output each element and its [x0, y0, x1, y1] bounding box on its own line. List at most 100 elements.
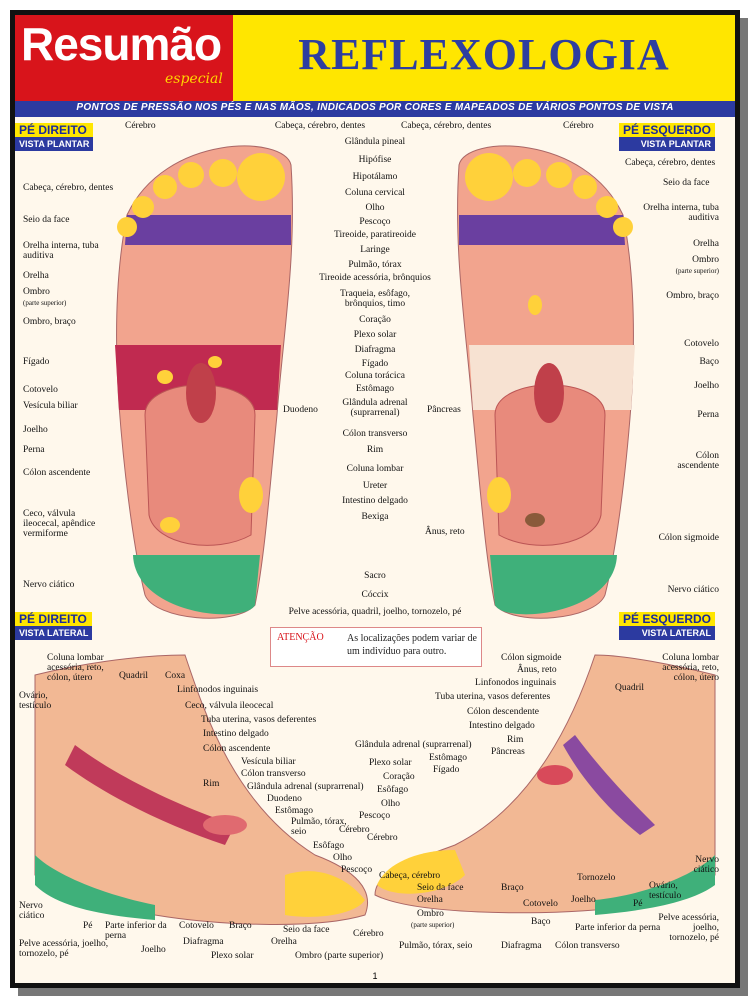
label-plantar-c-26: Cóccix [361, 590, 389, 600]
label-plantar-l-7: Ombro, braço [666, 291, 719, 301]
label-lat-r-29: Plexo solar [211, 951, 254, 961]
right-foot-lateral-illustration [34, 654, 368, 925]
label-lat-r-2: Quadril [119, 671, 149, 681]
left-foot-lateral-illustration [374, 654, 716, 915]
label-plantar-c-5: Olho [365, 203, 385, 213]
label-plantar-l-12: Cólon ascendente [677, 451, 719, 471]
label-lat-r-5: Ceco, válvula ileocecal [185, 701, 274, 711]
label-plantar-l-0: Cérebro [563, 121, 594, 131]
label-plantar-l-5: Ombro [692, 255, 719, 265]
label-lat-r-12: Glândula adrenal (suprarrenal) [247, 782, 364, 792]
label-plantar-c-4: Coluna cervical [345, 188, 405, 198]
label-plantar-l-3: Orelha interna, tuba auditiva [643, 203, 719, 223]
page-title: REFLEXOLOGIA [298, 30, 670, 79]
left-foot-plantar-illustration [457, 145, 635, 619]
label-lat-r-28: Diafragma [183, 937, 224, 947]
label-lat-r-21: Pé [83, 921, 93, 931]
logo-sub: especial [165, 71, 223, 87]
label-plantar-c-15: Fígado [361, 359, 389, 369]
label-plantar-r-11: Joelho [23, 425, 48, 435]
label-plantar-c-14: Diafragma [354, 345, 396, 355]
reflexology-page: Resumão especial REFLEXOLOGIA PONTOS DE … [10, 10, 740, 988]
label-plantar-c-23: Intestino delgado [342, 496, 408, 506]
label-lat-r-4: Linfonodos inguinais [177, 685, 259, 695]
label-plantar-c-17: Estômago [356, 384, 394, 394]
header: Resumão especial REFLEXOLOGIA [15, 15, 735, 101]
label-lat-l-27: Joelho [571, 895, 596, 905]
label-plantar-r-1: Cabeça, cérebro, dentes [23, 183, 114, 193]
label-plantar-r-13: Cólon ascendente [23, 468, 91, 478]
label-plantar-c-20: Rim [366, 445, 384, 455]
label-plantar-c-8: Laringe [360, 245, 390, 255]
label-lat-l-33: Quadril [615, 683, 645, 693]
label-lat-r-19: Pescoço [341, 865, 373, 875]
label-plantar-l-8: Cotovelo [684, 339, 719, 349]
label-lat-l-1: Ânus, reto [517, 665, 557, 675]
label-lat-l-13: Esôfago [377, 785, 409, 795]
label-lat-r-18: Olho [333, 853, 352, 863]
subtitle-bar: PONTOS DE PRESSÃO NOS PÉS E NAS MÃOS, IN… [15, 101, 735, 117]
label-lat-l-30: Parte inferior da perna [575, 923, 661, 933]
label-lat-l-18: Seio da face [417, 883, 464, 893]
label-lat-l-0: Cólon sigmoide [501, 653, 562, 663]
foot-illustrations [34, 145, 716, 925]
label-plantar-r-0: Cérebro [125, 121, 156, 131]
label-lat-l-8: Glândula adrenal (suprarrenal) [355, 740, 472, 750]
label-plantar-r-4: Orelha [23, 271, 49, 281]
label-plantar-c-19: Cólon transverso [342, 429, 408, 439]
label-plantar-r-5: Ombro [23, 287, 50, 297]
label-plantar-c-18: Glândula adrenal (suprarrenal) [342, 398, 408, 418]
label-lat-r-22: Parte inferior da perna [105, 921, 167, 941]
label-lat-r-17: Esôfago [313, 841, 345, 851]
attention-box: ATENÇÃO As localizações podem variar de … [270, 627, 482, 667]
label-plantar-c-24: Bexiga [361, 512, 389, 522]
label-plantar-l-4: Orelha [693, 239, 719, 249]
label-plantar-c-16: Coluna torácica [345, 371, 405, 381]
tag-left-plantar: PÉ ESQUERDO VISTA PLANTAR [619, 123, 716, 151]
label-lat-r-9: Vesícula biliar [241, 757, 296, 767]
tag-left-lateral: PÉ ESQUERDO VISTA LATERAL [619, 612, 716, 640]
label-plantar-r-7: Ombro, braço [23, 317, 76, 327]
label-lat-l-35: Ovário, testículo [649, 881, 682, 901]
label-plantar-c-3: Hipotálamo [352, 172, 398, 182]
attention-heading: ATENÇÃO [277, 632, 324, 643]
tag-right-lateral: PÉ DIREITO VISTA LATERAL [15, 612, 93, 640]
label-plantar-c-10: Tireoide acessória, brônquios [319, 273, 431, 283]
label-plantar-c-12: Coração [359, 315, 391, 325]
label-plantar-c-9: Pulmão, tórax [348, 260, 402, 270]
label-plantar-c-7: Tireoide, paratireoide [334, 230, 416, 240]
label-lat-l-7: Pâncreas [491, 747, 525, 757]
label-plantar-r-8: Fígado [23, 357, 50, 367]
label-lat-l-24: Braço [501, 883, 524, 893]
label-lat-r-16: Cérebro [339, 825, 370, 835]
label-plantar-r-14: Ceco, válvula ileocecal, apêndice vermif… [23, 509, 96, 539]
tag-right-plantar: PÉ DIREITO VISTA PLANTAR [15, 123, 94, 151]
label-lat-l-23: Diafragma [501, 941, 542, 951]
page-subtitle: PONTOS DE PRESSÃO NOS PÉS E NAS MÃOS, IN… [76, 102, 674, 113]
label-plantar-l-11: Perna [697, 410, 719, 420]
label-plantar-l-2: Seio da face [663, 178, 710, 188]
label-lat-l-5: Intestino delgado [469, 721, 535, 731]
label-lat-l-36: Pelve acessória, joelho, tornozelo, pé [658, 913, 719, 943]
label-plantar-r-9: Cotovelo [23, 385, 58, 395]
label-lat-r-14: Estômago [275, 806, 313, 816]
label-lat-r-3: Coxa [165, 671, 186, 681]
label-lat-r-24: Braço [229, 921, 252, 931]
label-lat-r-31: Ombro (parte superior) [295, 951, 384, 961]
label-lat-l-16: Cérebro [367, 833, 398, 843]
label-plantar-c-0: Cabeça, cérebro, dentes [274, 121, 366, 131]
label-lat-r-11: Cólon transverso [241, 769, 306, 779]
label-lat-l-31: Cólon transverso [555, 941, 620, 951]
label-lat-r-27: Joelho [141, 945, 166, 955]
label-lat-l-20: Ombro [417, 909, 444, 919]
label-plantar-l-1: Cabeça, cérebro, dentes [625, 158, 716, 168]
label-lat-l-26: Baço [531, 917, 551, 927]
label-lat-l-11: Fígado [433, 765, 460, 775]
label-lat-r-6: Tuba uterina, vasos deferentes [201, 715, 317, 725]
label-plantar-c-25: Sacro [364, 571, 386, 581]
label-lat-r-10: Rim [203, 779, 220, 789]
attention-text: As localizações podem variar de um indiv… [347, 633, 477, 657]
label-lat-r-1: Ovário, testículo [19, 691, 52, 711]
label-plantar-l-9: Baço [699, 357, 719, 367]
label-lat-l-22: Pulmão, tórax, seio [399, 941, 473, 951]
